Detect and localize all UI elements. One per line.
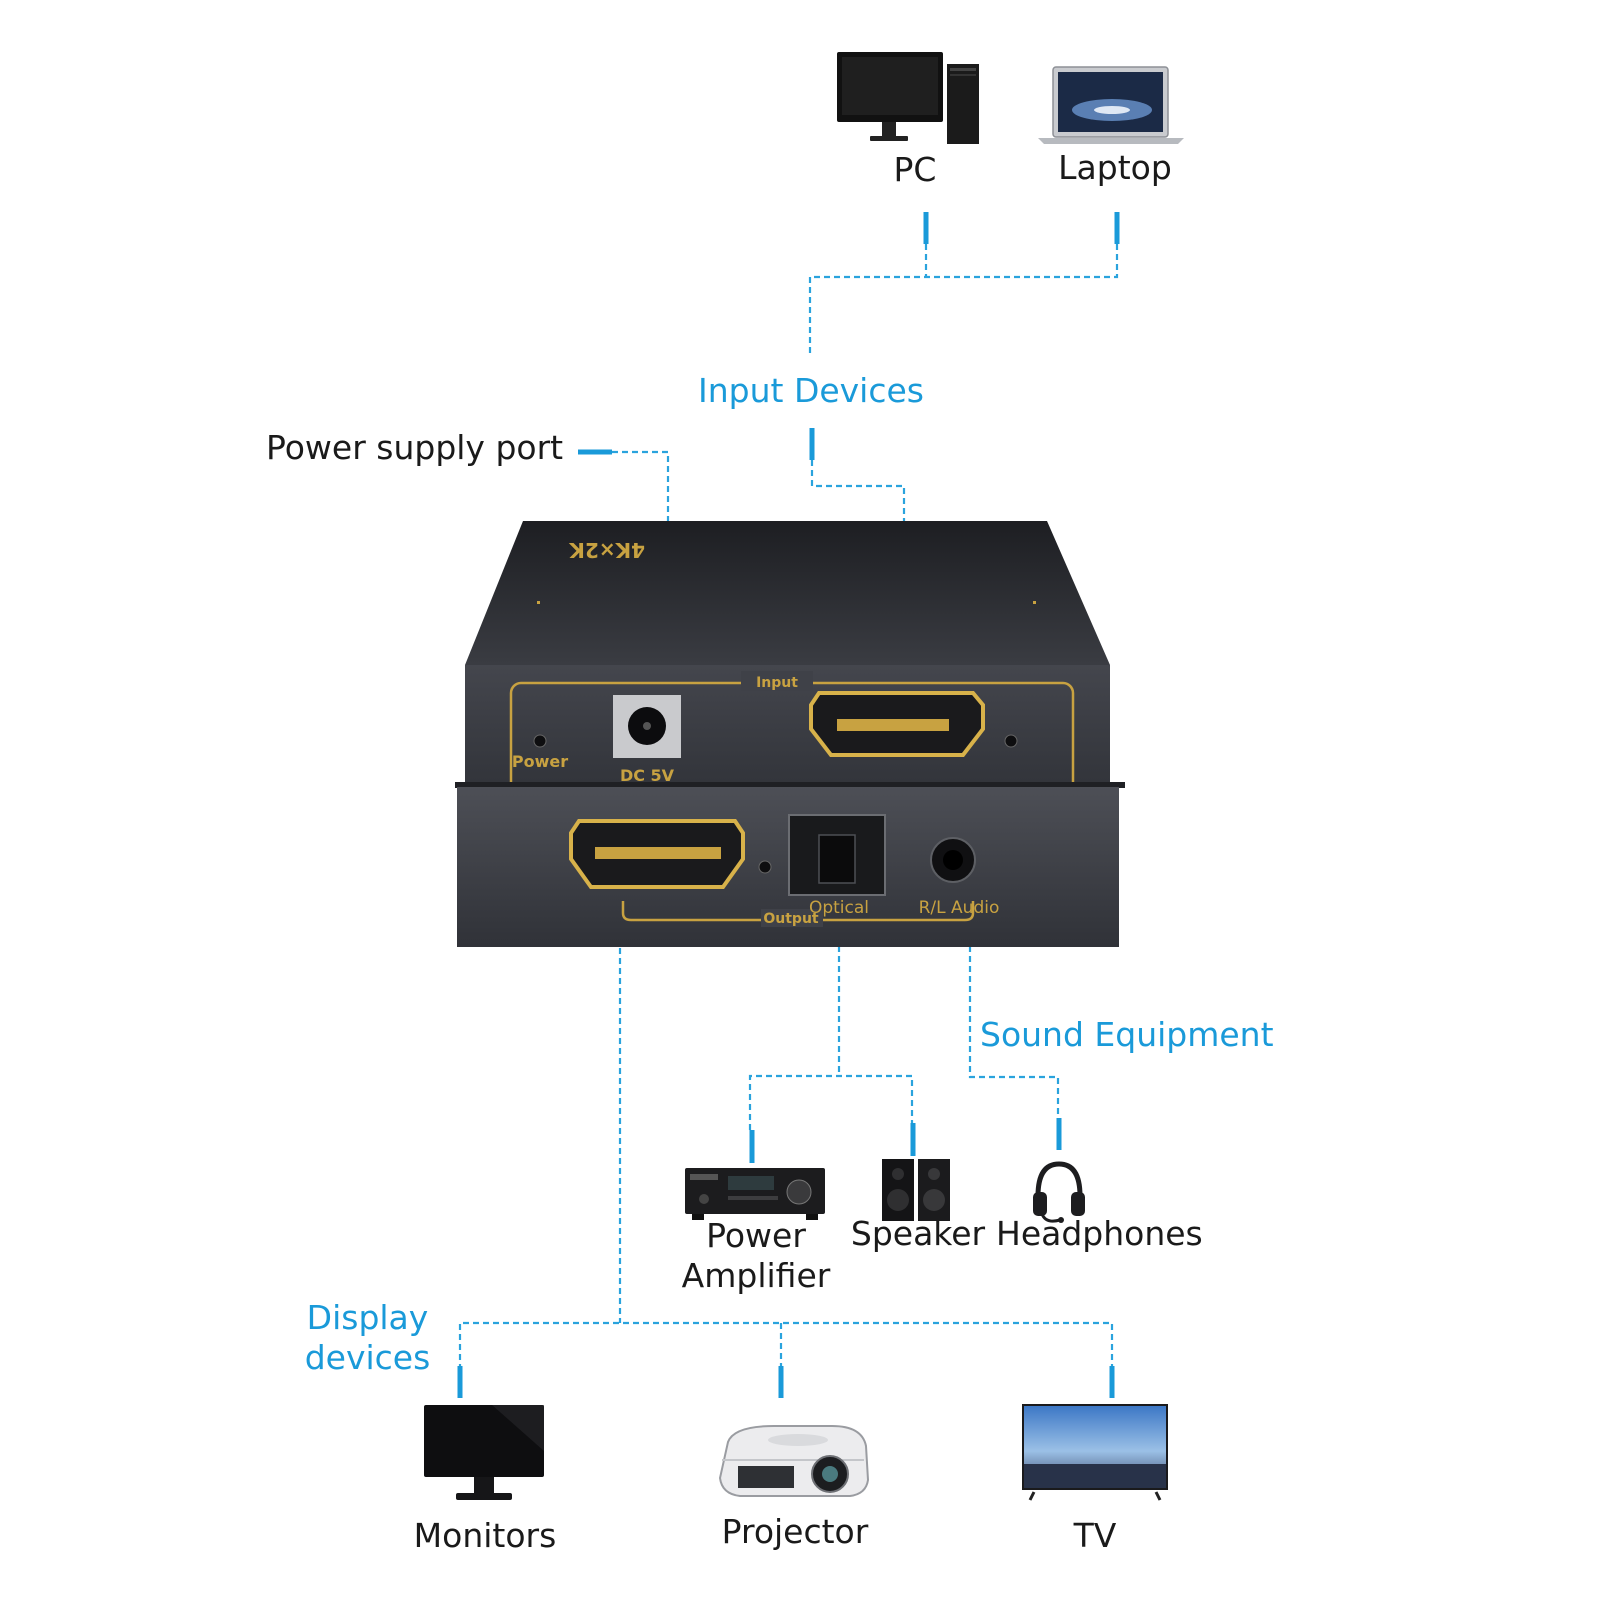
tv-icon [1022,1404,1168,1501]
projector-icon [718,1425,870,1497]
power-amplifier-icon [685,1168,825,1220]
input-devices-bus [808,244,1119,355]
output-panel-title: Output [763,911,819,927]
pc-label: PC [893,150,937,189]
unit-brand-text: 4K×2K [568,538,645,562]
power-amplifier-label-line1: Power [706,1216,806,1255]
display-devices-label-line2: devices [304,1338,431,1377]
power-led-label: Power [512,752,568,771]
unit-top-lid [465,521,1110,665]
input-devices-label: Input Devices [698,371,924,410]
monitors-label: Monitors [413,1516,557,1555]
dc-port-label: DC 5V [620,766,675,785]
monitor-icon [424,1405,544,1500]
power-amplifier-label: Power Amplifier [676,1216,836,1296]
projector-label: Projector [721,1512,869,1551]
pc-icon [837,52,979,144]
display-devices-bus [458,928,1114,1370]
display-devices-label-line1: Display [306,1298,429,1337]
laptop-label: Laptop [1058,148,1172,187]
speaker-icon [882,1159,950,1221]
hdmi-audio-extractor: 4K×2K Input Power DC 5V Output Optical R… [455,521,1125,947]
rl-audio-label: R/L Audio [919,898,1000,918]
speaker-label: Speaker [850,1214,986,1253]
input-panel-title: Input [756,675,798,691]
sound-equipment-label: Sound Equipment [980,1015,1274,1054]
laptop-icon [1038,66,1184,144]
optical-label: Optical [809,898,869,918]
power-supply-port-label: Power supply port [266,428,564,467]
rl-audio-line [968,916,1060,1118]
power-amplifier-label-line2: Amplifier [681,1256,831,1295]
headphones-icon [1033,1161,1085,1223]
headphones-label: Headphones [996,1214,1203,1253]
tv-label: TV [1073,1516,1117,1555]
display-devices-label: Display devices [295,1298,440,1378]
